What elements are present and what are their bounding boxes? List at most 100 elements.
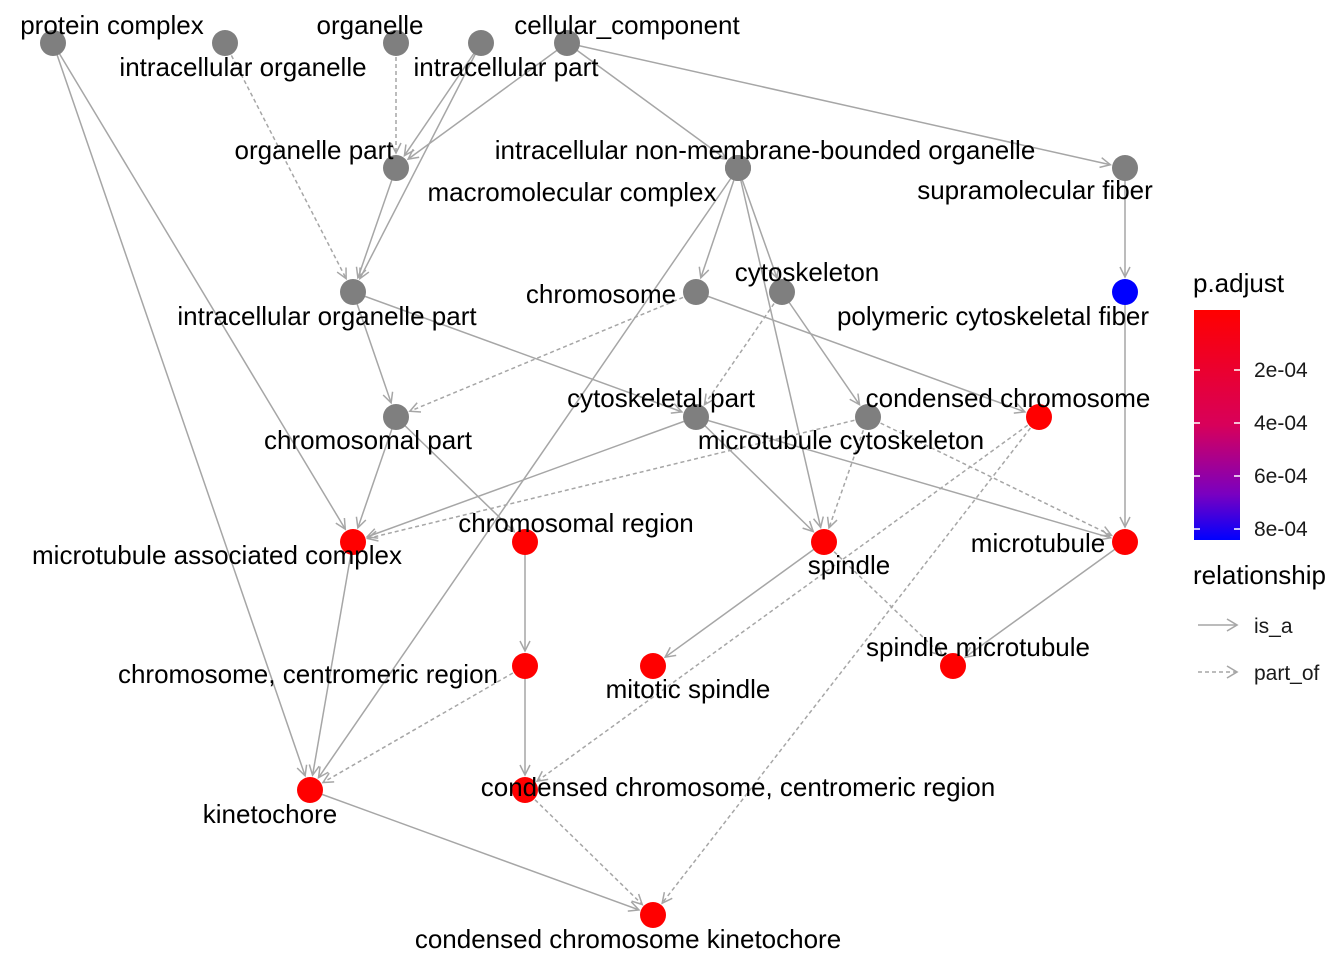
edge-arrowhead: [335, 517, 347, 531]
edge-part-of: [408, 291, 697, 413]
node-chromosome: [683, 279, 709, 305]
edge-line: [311, 541, 354, 776]
edge-line: [703, 291, 783, 406]
edge-arrowhead: [321, 772, 335, 784]
node-label-chromosome: chromosome: [526, 279, 676, 309]
edge-line: [52, 42, 306, 777]
edge-is-a: [566, 42, 1112, 169]
node-polymeric-cytoskeletal-fiber: [1112, 279, 1138, 305]
node-label-microtubule: microtubule: [971, 528, 1105, 558]
node-chromosomal-region: [512, 529, 538, 555]
edge-is-a: [355, 167, 397, 280]
node-label-condensed-chromosome-kinetochore: condensed chromosome kinetochore: [415, 924, 841, 954]
edge-line: [359, 42, 482, 280]
legend-key-part-of: [1198, 665, 1239, 679]
edge-is-a: [781, 291, 861, 407]
edge-arrowhead: [355, 266, 367, 280]
edge-line: [661, 416, 1040, 904]
edge-line: [52, 42, 346, 530]
edge-line: [964, 541, 1126, 658]
edge-arrowhead: [1119, 266, 1131, 279]
node-label-cellular-component: cellular_component: [514, 10, 740, 40]
edge-arrowhead: [963, 646, 977, 659]
edge-is-a: [695, 291, 1027, 414]
edge-line: [566, 42, 1111, 166]
edge-is-a: [737, 167, 824, 530]
edge-arrowhead: [670, 403, 684, 414]
node-intracellular-part: [468, 30, 494, 56]
node-label-protein-complex: protein complex: [20, 10, 204, 40]
legend-relationship: relationship is_a part_of: [1193, 560, 1326, 685]
edge-arrowhead: [535, 770, 549, 783]
edge-is-a: [737, 167, 780, 280]
edge-part-of: [224, 42, 347, 281]
node-intracellular-organelle: [212, 30, 238, 56]
edge-arrowhead: [336, 267, 347, 281]
edge-line: [700, 167, 739, 279]
node-protein-complex: [40, 30, 66, 56]
node-condensed-chromosome-kinetochore: [640, 902, 666, 928]
node-label-cytoskeleton: cytoskeleton: [735, 257, 880, 287]
edge-arrowhead: [703, 393, 715, 407]
edge-is-a: [308, 541, 354, 777]
edges-layer: [52, 42, 1131, 912]
edge-arrowhead: [519, 764, 531, 777]
edge-line: [366, 416, 697, 538]
edge-arrowhead: [1119, 516, 1131, 529]
edge-is-a: [395, 416, 516, 533]
edge-arrowhead: [1099, 529, 1113, 541]
node-supramolecular-fiber: [1112, 155, 1138, 181]
legend-label-part-of: part_of: [1254, 662, 1320, 685]
node-label-kinetochore: kinetochore: [203, 799, 337, 829]
node-mitotic-spindle: [640, 653, 666, 679]
edge-line: [357, 167, 397, 279]
node-label-cytoskeletal-part: cytoskeletal part: [567, 383, 756, 413]
node-label-intracellular-nmbo: intracellular non-membrane-bounded organ…: [495, 135, 1036, 165]
edge-line: [867, 416, 1112, 537]
edge-is-a: [365, 416, 697, 539]
edge-is-a: [695, 416, 1113, 541]
edge-arrowhead: [365, 530, 379, 542]
node-macromolecular-complex: [725, 155, 751, 181]
edge-part-of: [867, 416, 1114, 537]
node-label-chromosome-centromeric-region: chromosome, centromeric region: [118, 659, 498, 689]
edge-part-of: [661, 416, 1040, 905]
color-tick-label: 8e-04: [1254, 518, 1308, 541]
node-condensed-chromosome: [1026, 404, 1052, 430]
edge-part-of: [321, 665, 526, 784]
edge-line: [566, 42, 727, 160]
edge-part-of: [390, 43, 402, 155]
edge-is-a: [403, 42, 482, 157]
edge-line: [352, 291, 683, 413]
edge-is-a: [355, 416, 397, 530]
node-label-chromosomal-region: chromosomal region: [458, 508, 694, 538]
edge-arrowhead: [826, 516, 838, 530]
edge-is-a: [52, 42, 347, 531]
edge-line: [737, 167, 822, 528]
edge-line: [828, 416, 869, 529]
node-spindle: [811, 529, 837, 555]
edge-is-a: [1119, 292, 1131, 529]
node-condensed-chromosome-centromeric-region: [512, 777, 538, 803]
node-label-macromolecular-complex: macromolecular complex: [428, 177, 717, 207]
node-chromosome-centromeric-region: [512, 653, 538, 679]
node-microtubule: [1112, 529, 1138, 555]
node-label-intracellular-organelle-part: intracellular organelle part: [177, 301, 477, 331]
edge-is-a: [519, 542, 531, 653]
edge-arrowhead: [812, 516, 824, 530]
edge-arrowhead: [1013, 403, 1027, 414]
color-bar-ticks: [1194, 369, 1240, 530]
edge-arrowhead: [768, 266, 780, 280]
edge-line: [403, 42, 482, 157]
edge-arrowhead: [714, 148, 728, 161]
legend-key-is-a: [1198, 618, 1239, 632]
node-kinetochore: [297, 777, 323, 803]
edge-line: [664, 541, 825, 658]
edge-line: [322, 665, 526, 784]
edge-arrowhead: [365, 528, 379, 539]
edge-line: [224, 42, 347, 280]
edge-line: [695, 291, 1026, 413]
node-organelle-part: [383, 155, 409, 181]
node-label-condensed-chromosome: condensed chromosome: [866, 383, 1151, 413]
